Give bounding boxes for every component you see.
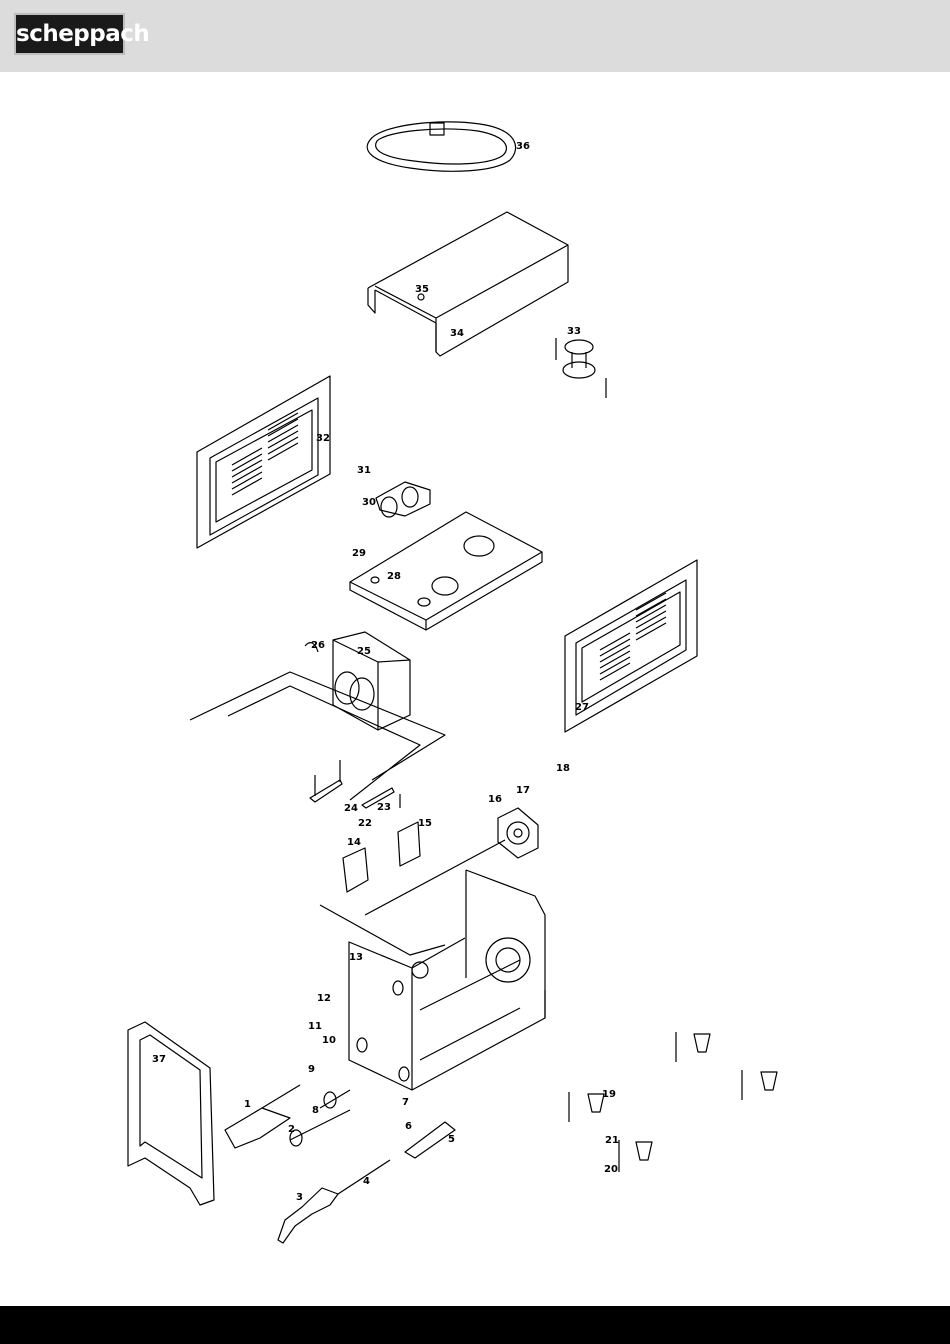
part-label-5: 5: [448, 1134, 455, 1145]
part-label-32: 32: [316, 433, 330, 444]
part-label-19: 19: [602, 1089, 616, 1100]
part-label-9: 9: [308, 1064, 315, 1075]
cooling-fan-drawing: [498, 808, 538, 858]
part-label-10: 10: [322, 1035, 336, 1046]
part-label-11: 11: [308, 1021, 322, 1032]
rectifier-drawing: [310, 760, 400, 808]
part-label-29: 29: [352, 548, 366, 559]
middle-plate-drawing: [350, 512, 542, 630]
part-label-26: 26: [311, 640, 325, 651]
ground-clamp-drawing: [225, 1085, 300, 1148]
part-label-17: 17: [516, 785, 530, 796]
part-label-12: 12: [317, 993, 331, 1004]
part-label-35: 35: [415, 284, 429, 295]
part-label-25: 25: [357, 646, 371, 657]
part-label-13: 13: [349, 952, 363, 963]
part-label-2: 2: [288, 1124, 295, 1135]
part-label-28: 28: [387, 571, 401, 582]
top-cover-drawing: [368, 212, 568, 356]
part-label-4: 4: [363, 1176, 370, 1187]
front-frame-drawing: [128, 1022, 214, 1205]
part-label-23: 23: [377, 802, 391, 813]
part-label-37: 37: [152, 1054, 166, 1065]
part-label-1: 1: [244, 1099, 251, 1110]
part-label-15: 15: [418, 818, 432, 829]
part-label-6: 6: [405, 1121, 412, 1132]
welding-torch-drawing: [278, 1160, 390, 1243]
brand-logo: scheppach: [14, 13, 125, 55]
control-board-drawing: [343, 822, 420, 892]
part-label-24: 24: [344, 803, 358, 814]
spool-holder-drawing: [556, 338, 606, 398]
part-label-33: 33: [567, 326, 581, 337]
part-label-7: 7: [402, 1097, 409, 1108]
housing-frame-drawing: [320, 840, 545, 1090]
part-label-27: 27: [575, 702, 589, 713]
part-label-30: 30: [362, 497, 376, 508]
part-label-34: 34: [450, 328, 464, 339]
left-side-panel-drawing: [197, 376, 330, 548]
page-footer-bar: [0, 1306, 950, 1344]
part-label-20: 20: [604, 1164, 618, 1175]
part-label-22: 22: [358, 818, 372, 829]
part-label-21: 21: [605, 1135, 619, 1146]
part-label-36: 36: [516, 141, 530, 152]
shoulder-strap-drawing: [367, 122, 515, 171]
part-label-14: 14: [347, 837, 361, 848]
part-label-31: 31: [357, 465, 371, 476]
part-label-8: 8: [312, 1105, 319, 1116]
page-header: scheppach: [0, 0, 950, 72]
exploded-parts-diagram: 1 2 3 4 5 6 7 8 9 10 11 12 13 14 15 16 1…: [0, 72, 950, 1306]
gas-valve-drawing: [376, 482, 430, 517]
part-label-3: 3: [296, 1192, 303, 1203]
part-label-16: 16: [488, 794, 502, 805]
euro-connector-drawing: [290, 1090, 350, 1146]
part-label-18: 18: [556, 763, 570, 774]
wire-harness-lines: [190, 672, 445, 800]
feet-drawing: [569, 1032, 777, 1172]
part-number-labels: 1 2 3 4 5 6 7 8 9 10 11 12 13 14 15 16 1…: [152, 141, 619, 1203]
